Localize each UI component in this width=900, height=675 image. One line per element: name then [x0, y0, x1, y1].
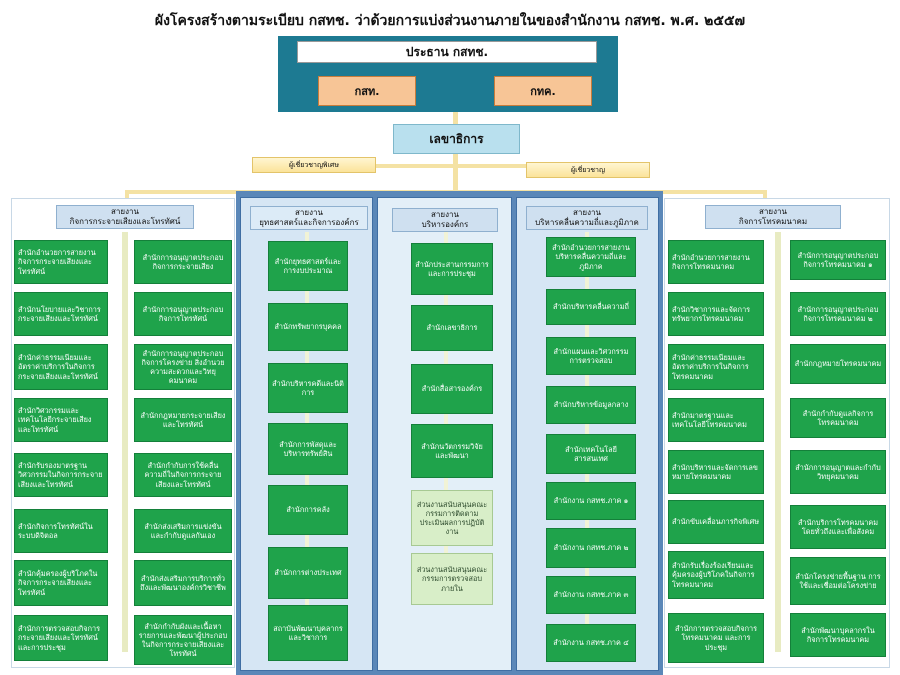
- support-unit-box: ส่วนงานสนับสนุนคณะกรรมการตรวจสอบภายใน: [411, 553, 493, 605]
- office-box: สำนักยุทธศาสตร์และการงบประมาณ: [268, 241, 348, 291]
- office-box: สำนักขับเคลื่อนภารกิจพิเศษ: [668, 500, 764, 544]
- advisor-label: ผู้เชี่ยวชาญ: [526, 162, 650, 178]
- connector-line: [444, 232, 448, 602]
- office-box: สำนักงาน กสทช.ภาค ๒: [546, 528, 636, 568]
- office-box: สำนักสื่อสารองค์กร: [411, 364, 493, 414]
- office-box: สำนักมาตรฐานและเทคโนโลยีโทรคมนาคม: [668, 398, 764, 442]
- spectrum-header: สายงาน บริหารคลื่นความถี่และภูมิภาค: [526, 206, 648, 230]
- office-box: สำนักเทคโนโลยีสารสนเทศ: [546, 434, 636, 474]
- office-box: สำนักการตรวจสอบกิจการโทรคมนาคม และการประ…: [668, 613, 764, 663]
- strategy-header: สายงาน ยุทธศาสตร์และกิจการองค์กร: [250, 206, 368, 230]
- office-box: สำนักบริหารคดีและนิติการ: [268, 363, 348, 413]
- office-box: สำนักกำกับดูแลกิจการโทรคมนาคม: [790, 398, 886, 438]
- office-box: สำนักอำนวยการสายงานกิจการกระจายเสียงและโ…: [14, 240, 108, 284]
- office-box: สำนักนโยบายและวิชาการกระจายเสียงและโทรทั…: [14, 292, 108, 336]
- support-unit-box: ส่วนงานสนับสนุนคณะกรรมการติดตามประเมินผล…: [411, 490, 493, 546]
- office-box: สำนักแผนและวิศวกรรมการตรวจสอบ: [546, 337, 636, 375]
- office-box: สำนักโครงข่ายพื้นฐาน การใช้และเชื่อมต่อโ…: [790, 557, 886, 605]
- office-box: สำนักรับเรื่องร้องเรียนและคุ้มครองผู้บริ…: [668, 551, 764, 599]
- office-box: สำนักอำนวยการสายงานบริหารคลื่นความถี่และ…: [546, 237, 636, 277]
- office-box: สำนักเลขาธิการ: [411, 305, 493, 351]
- office-box: สำนักกฎหมายกระจายเสียงและโทรทัศน์: [134, 398, 232, 442]
- office-box: สำนักส่งเสริมการบริการทั่วถึงและพัฒนาองค…: [134, 560, 232, 606]
- office-box: สำนักนวัตกรรมวิจัยและพัฒนา: [411, 424, 493, 478]
- connector-line: [122, 232, 128, 652]
- office-box: สำนักงาน กสทช.ภาค ๓: [546, 576, 636, 614]
- office-box: สำนักกำกับการใช้คลื่นความถี่ในกิจการกระจ…: [134, 453, 232, 497]
- office-box: สำนักบริหารคลื่นความถี่: [546, 289, 636, 325]
- office-box: สำนักการคลัง: [268, 485, 348, 535]
- office-box: สำนักวิชาการและจัดการทรัพยากรโทรคมนาคม: [668, 292, 764, 336]
- office-box: สำนักส่งเสริมการแข่งขันและกำกับดูแลกันเอ…: [134, 509, 232, 553]
- office-box: สำนักงาน กสทช.ภาค ๔: [546, 624, 636, 662]
- office-box: สำนักรับรองมาตรฐานวิศวกรรมในกิจการกระจาย…: [14, 453, 108, 497]
- secretary-general-box: เลขาธิการ: [393, 124, 520, 154]
- special-advisor-label: ผู้เชี่ยวชาญพิเศษ: [252, 157, 376, 173]
- office-box: สำนักบริการโทรคมนาคมโดยทั่วถึงและเพื่อสั…: [790, 505, 886, 549]
- office-box: สำนักการอนุญาตประกอบกิจการโครงข่าย สิ่งอ…: [134, 344, 232, 390]
- connector-line: [453, 154, 458, 190]
- connector-line: [775, 232, 781, 652]
- office-box: สำนักการพัสดุและบริหารทรัพย์สิน: [268, 423, 348, 475]
- office-box: สำนักการต่างประเทศ: [268, 547, 348, 599]
- office-box: สำนักการอนุญาตประกอบกิจการโทรคมนาคม ๑: [790, 240, 886, 280]
- office-box: สำนักการอนุญาตประกอบกิจการโทรทัศน์: [134, 292, 232, 336]
- office-box: สำนักค่าธรรมเนียมและอัตราค่าบริการในกิจก…: [14, 344, 108, 390]
- office-box: สำนักการตรวจสอบกิจการกระจายเสียงและโทรทั…: [14, 615, 108, 661]
- office-box: สำนักพัฒนาบุคลากรในกิจการโทรคมนาคม: [790, 613, 886, 657]
- office-box: สำนักอำนวยการสายงานกิจการโทรคมนาคม: [668, 240, 764, 284]
- office-box: สำนักการอนุญาตและกำกับวิทยุคมนาคม: [790, 450, 886, 494]
- connector-line: [585, 232, 589, 632]
- office-box: สำนักกำกับผังและเนื้อหารายการและพัฒนาผู้…: [134, 615, 232, 665]
- chairman-box: ประธาน กสทช.: [297, 41, 597, 63]
- office-box: สำนักประสานกรรมการและการประชุม: [411, 243, 493, 295]
- office-box: สำนักกฎหมายโทรคมนาคม: [790, 344, 886, 384]
- chart-title: ผังโครงสร้างตามระเบียบ กสทช. ว่าด้วยการแ…: [154, 13, 746, 29]
- office-box: สำนักการอนุญาตประกอบกิจการโทรคมนาคม ๒: [790, 292, 886, 336]
- office-box: สำนักบริหารข้อมูลกลาง: [546, 386, 636, 424]
- connector-line: [376, 164, 526, 168]
- office-box: สถาบันพัฒนาบุคลากรและวิชาการ: [268, 605, 348, 661]
- office-box: สำนักกิจการโทรทัศน์ในระบบดิจิตอล: [14, 509, 108, 553]
- connector-line: [453, 112, 458, 124]
- office-box: สำนักค่าธรรมเนียมและอัตราค่าบริการในกิจก…: [668, 344, 764, 390]
- administration-header: สายงาน บริหารองค์กร: [392, 208, 498, 232]
- office-box: สำนักการอนุญาตประกอบกิจการกระจายเสียง: [134, 240, 232, 284]
- office-box: สำนักบริหารและจัดการเลขหมายโทรคมนาคม: [668, 450, 764, 494]
- office-box: สำนักคุ้มครองผู้บริโภคในกิจการกระจายเสีย…: [14, 560, 108, 606]
- office-box: สำนักทรัพยากรบุคคล: [268, 303, 348, 351]
- office-box: สำนักงาน กสทช.ภาค ๑: [546, 482, 636, 520]
- board-broadcast-box: กสท.: [318, 76, 416, 106]
- telecom-header: สายงาน กิจการโทรคมนาคม: [705, 205, 841, 229]
- board-telecom-box: กทค.: [494, 76, 592, 106]
- broadcasting-header: สายงาน กิจการกระจายเสียงและโทรทัศน์: [56, 205, 194, 229]
- office-box: สำนักวิศวกรรมและเทคโนโลยีกระจายเสียงและโ…: [14, 398, 108, 442]
